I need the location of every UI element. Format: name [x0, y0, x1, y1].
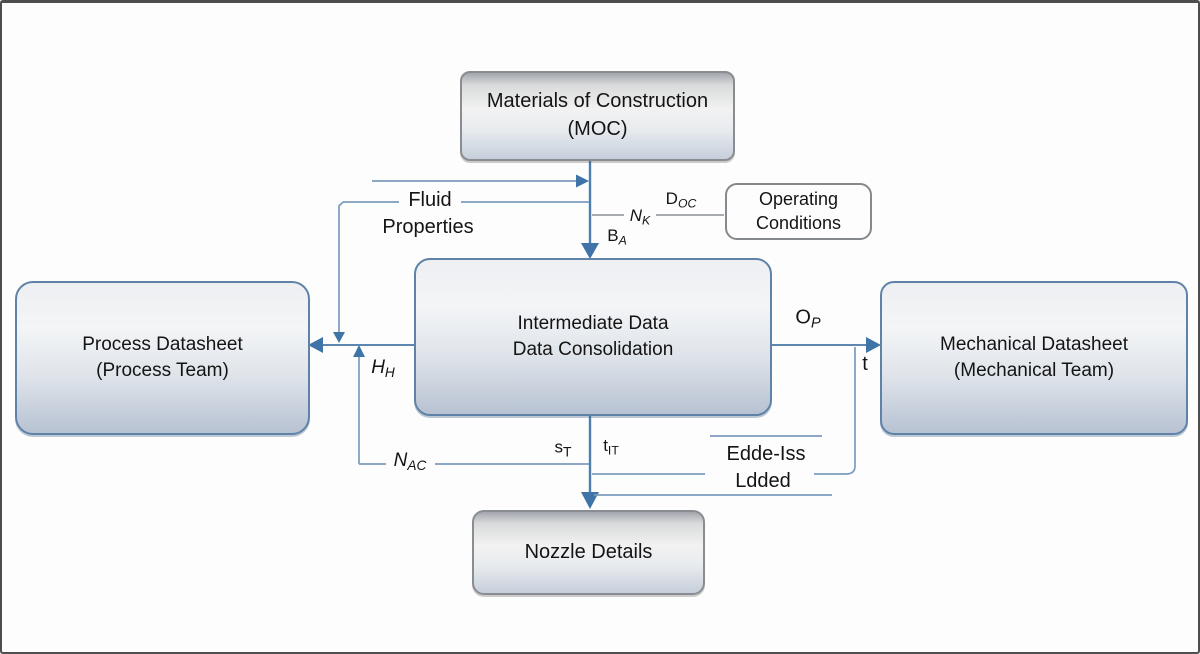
tit-sub: IT	[607, 443, 619, 458]
arrow-right-icon	[576, 174, 589, 188]
ba-sub: A	[618, 233, 627, 248]
op-main: O	[795, 306, 811, 329]
process-datasheet-box: Process Datasheet (Process Team)	[15, 281, 310, 435]
arrow-left-icon	[308, 337, 323, 353]
hh-main: H	[371, 357, 385, 379]
t-label: t	[862, 353, 868, 375]
moc-box: Materials of Construction (MOC)	[460, 71, 735, 161]
edde-label-line1: Edde-Iss	[726, 443, 806, 465]
st-main: s	[554, 437, 563, 457]
arrow-right-icon	[866, 337, 881, 353]
op-label: OP	[795, 307, 820, 330]
arrow-down-icon	[581, 243, 599, 259]
nozzle-details-box: Nozzle Details	[472, 510, 705, 595]
nac-main: N	[393, 450, 408, 472]
nk-main: N	[629, 206, 643, 226]
nac-label: NAC	[394, 451, 427, 473]
edde-branch-line	[814, 347, 856, 475]
intermediate-data-box: Intermediate Data Data Consolidation	[414, 258, 772, 416]
nk-sub: K	[642, 213, 651, 228]
moc-box-line1: Materials of Construction	[486, 90, 709, 113]
fluid-label-line2: Properties	[382, 216, 474, 238]
fluid-label-line1: Fluid	[408, 189, 452, 211]
connector-wires	[308, 161, 881, 509]
process-box-line1: Process Datasheet	[82, 333, 243, 355]
nac-sub: AC	[407, 458, 427, 474]
tit-main: t	[603, 436, 608, 456]
ba-label: BA	[607, 227, 627, 247]
hh-label: HH	[371, 358, 395, 380]
mechanical-datasheet-box: Mechanical Datasheet (Mechanical Team)	[880, 281, 1188, 435]
process-box-line2: (Process Team)	[96, 360, 229, 381]
operating-conditions-box: Operating Conditions	[725, 183, 872, 240]
op-sub: P	[810, 315, 821, 332]
arrow-up-small-icon	[353, 345, 365, 357]
st-label: sT	[554, 439, 571, 460]
st-sub: T	[562, 443, 572, 460]
mechanical-box-line2: (Mechanical Team)	[953, 360, 1115, 381]
ba-main: B	[607, 226, 619, 246]
doc-label: DOC	[666, 190, 697, 210]
hh-sub: H	[384, 365, 395, 381]
operating-box-line1: Operating	[758, 189, 839, 210]
fluid-drop-line	[338, 201, 344, 332]
nozzle-box-line1: Nozzle Details	[524, 540, 653, 563]
nk-label: NK	[630, 207, 650, 227]
doc-sub: OC	[677, 196, 697, 211]
operating-box-line2: Conditions	[755, 212, 842, 233]
doc-main: D	[665, 189, 678, 209]
arrow-down-small-icon	[333, 332, 345, 343]
edde-label-line2: Ldded	[735, 470, 791, 492]
center-box-line1: Intermediate Data	[517, 312, 669, 334]
moc-box-line2: (MOC)	[567, 118, 628, 140]
mechanical-box-line1: Mechanical Datasheet	[940, 333, 1128, 355]
center-box-line2: Data Consolidation	[512, 339, 674, 360]
tit-label: tIT	[603, 437, 619, 457]
arrow-down-icon	[581, 492, 599, 509]
